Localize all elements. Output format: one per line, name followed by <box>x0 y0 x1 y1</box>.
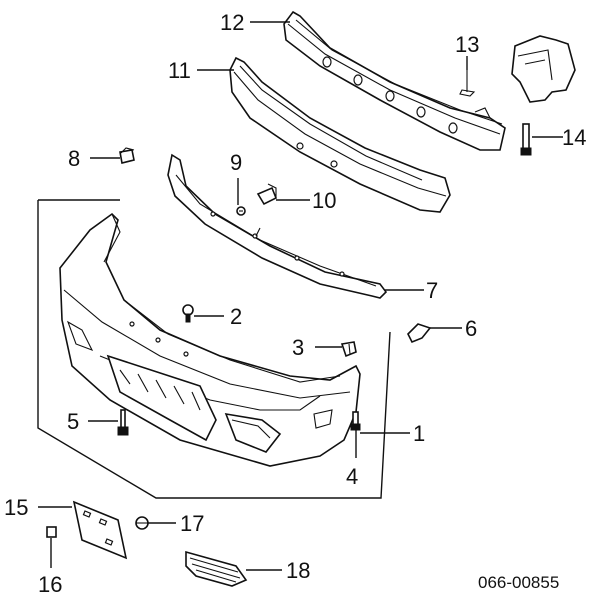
callout-9: 9 <box>230 150 242 175</box>
callout-6: 6 <box>465 316 477 341</box>
callout-10: 10 <box>312 188 336 213</box>
part-9-screw <box>236 206 246 216</box>
part-16-clip <box>46 526 57 538</box>
part-11-energy-absorber <box>229 56 451 213</box>
part-15-license-bracket <box>72 500 128 560</box>
part-14-bolt <box>520 123 532 156</box>
part-2-clip <box>182 304 194 323</box>
part-18-grille-insert <box>185 550 248 587</box>
part-17-plug <box>135 516 149 530</box>
bumper-assembly-outline <box>37 199 391 499</box>
callout-18: 18 <box>286 558 310 583</box>
callout-3: 3 <box>292 335 304 360</box>
part-12-reinforcement-beam <box>283 10 506 151</box>
callout-8: 8 <box>68 146 80 171</box>
callout-16: 16 <box>38 572 62 597</box>
callout-14: 14 <box>562 125 586 150</box>
callout-4: 4 <box>346 464 358 489</box>
part-10-clip <box>256 183 278 206</box>
part-8-retainer <box>119 147 135 164</box>
leader-lines <box>38 21 563 571</box>
part-3-grommet <box>340 341 357 358</box>
callout-2: 2 <box>230 304 242 329</box>
callout-7: 7 <box>426 278 438 303</box>
part-5-screw <box>117 409 129 436</box>
callout-15: 15 <box>4 495 28 520</box>
side-bracket <box>511 35 576 103</box>
callout-12: 12 <box>220 10 244 35</box>
callout-1: 1 <box>413 421 425 446</box>
callout-5: 5 <box>67 409 79 434</box>
part-1-bumper-cover <box>59 212 361 467</box>
part-4-bolt <box>350 411 361 431</box>
part-6-bracket <box>407 323 432 344</box>
callout-11: 11 <box>168 58 191 83</box>
part-7-upper-retainer <box>167 153 388 299</box>
callout-17: 17 <box>180 511 204 536</box>
diagram-code: 066-00855 <box>478 573 559 592</box>
part-13-pin <box>459 70 476 97</box>
callout-13: 13 <box>455 32 479 57</box>
